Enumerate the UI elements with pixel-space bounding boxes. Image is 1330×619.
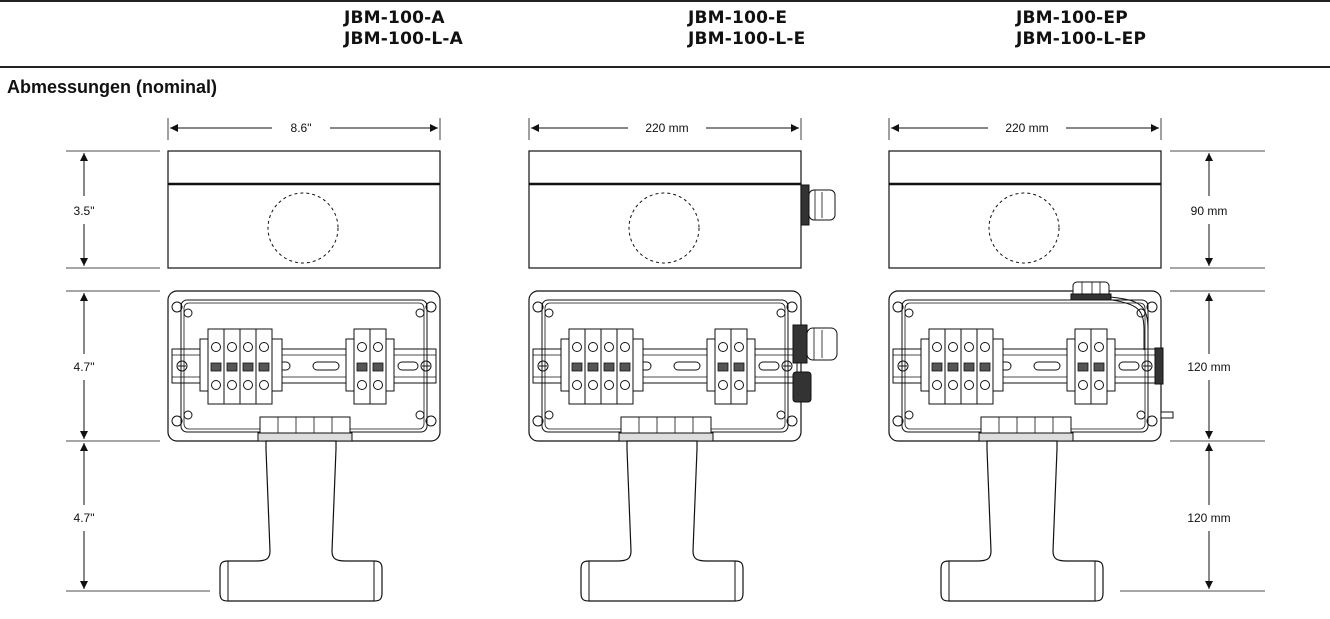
width-dimension-label: 220 mm [1005,121,1048,135]
view-column-ep: 220 mm 90 mm 120 mm 120 mm [887,118,1265,602]
cable-gland [1070,281,1174,419]
width-dimension-label: 8.6" [291,121,312,135]
model-column-a: JBM-100-A JBM-100-L-A [344,8,463,50]
view-column-e: 220 mm [527,118,838,602]
view-column-a: 8.6" 3.5" 4.7" 4.7" [66,118,442,602]
depth-dimension-label: 120 mm [1187,360,1230,374]
model-column-ep: JBM-100-EP JBM-100-L-EP [1016,8,1146,50]
header-rule-bottom [0,66,1330,68]
mount-dimension-label: 120 mm [1187,511,1230,525]
header-rule-top [0,0,1330,2]
width-dimension-label: 220 mm [645,121,688,135]
model-name: JBM-100-L-E [688,29,806,49]
section-title: Abmessungen (nominal) [7,77,218,97]
model-column-e: JBM-100-E JBM-100-L-E [688,8,806,50]
mount-dimension-label: 4.7" [74,511,95,525]
model-name: JBM-100-L-A [344,29,464,49]
model-name: JBM-100-EP [1016,8,1128,28]
height-dimension-label: 90 mm [1191,204,1228,218]
cable-gland [792,324,838,403]
model-name: JBM-100-A [344,8,445,28]
height-dimension-label: 3.5" [74,204,95,218]
depth-dimension-label: 4.7" [74,360,95,374]
cable-gland [800,184,836,226]
model-name: JBM-100-L-EP [1016,29,1147,49]
model-name: JBM-100-E [688,8,788,28]
